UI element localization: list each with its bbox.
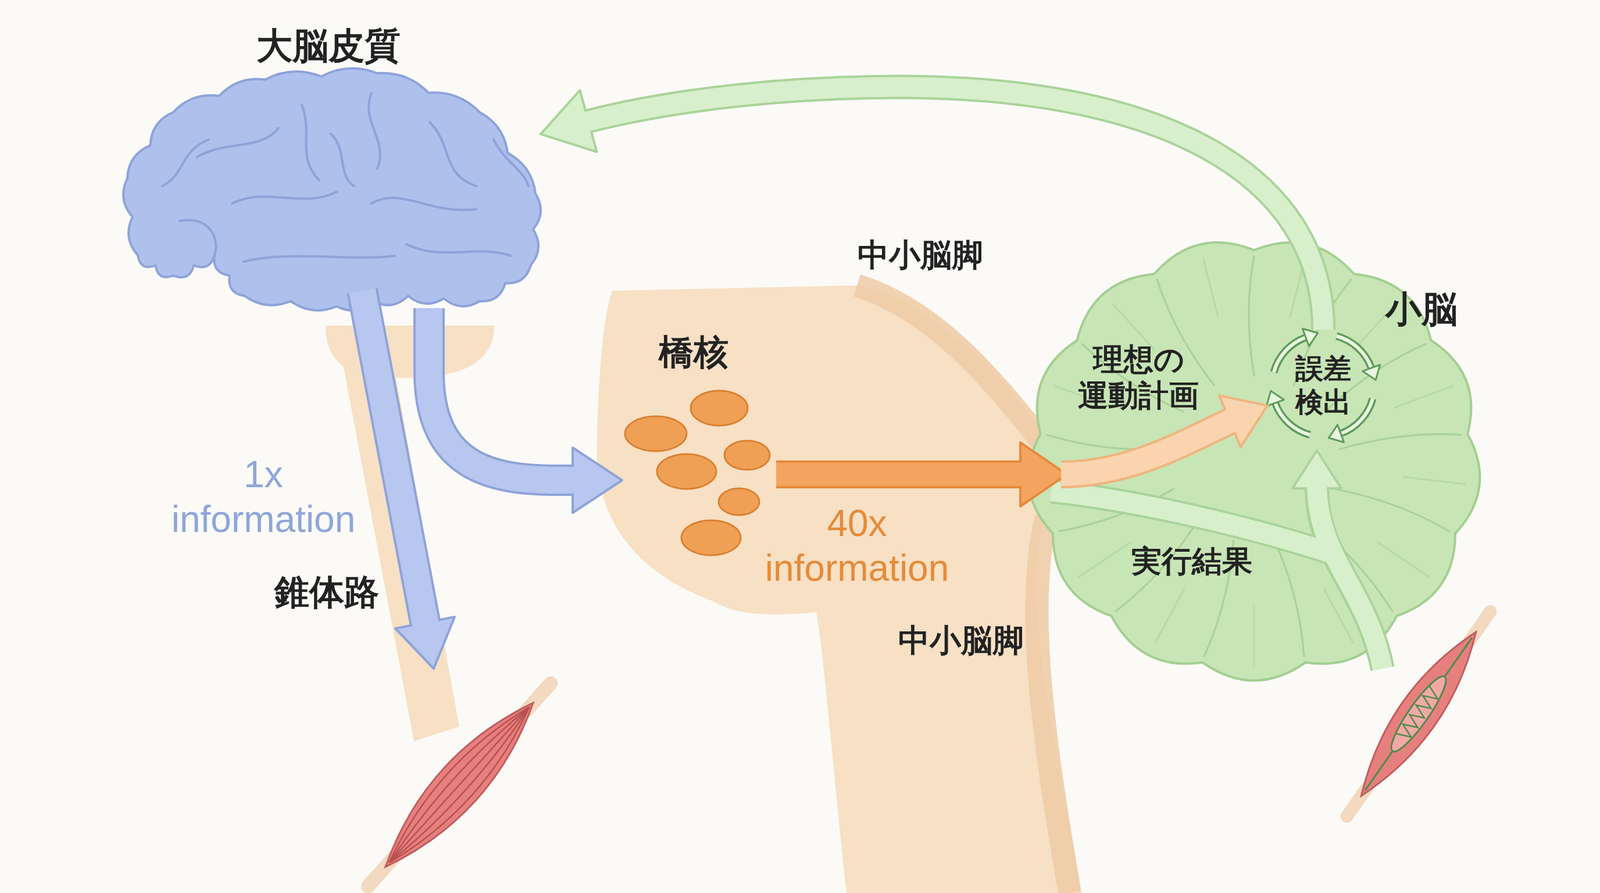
pyramidal-arrow-head [395,616,455,669]
peduncle-band [856,285,1047,448]
brain-gyrus [197,127,279,157]
arrow-head [1219,395,1268,448]
sensory-arrow-head [1292,450,1342,489]
arrow-band [1061,418,1238,475]
annotation-label: 錐体路 [274,570,380,613]
brainstem [596,285,1082,893]
pontine-nucleus [681,520,741,556]
cerebellar-folium [1042,476,1105,485]
cerebellar-fissure [1047,434,1169,450]
brain-gyrus [231,191,337,204]
annotation-label: 中小脳脚 [898,622,1024,660]
node-label: 小脳 [1385,287,1458,331]
pontine-nucleus [724,440,770,470]
annotation-label: 1x information [164,452,363,542]
annotation-label: 中小脳脚 [857,236,984,275]
cerebellar-fissure [1248,256,1255,376]
brain-gyrus [179,219,217,256]
node-label: 大脳皮質 [256,24,401,68]
cycle-arrow-head [1302,328,1318,346]
node-label: 誤差 検出 [1291,351,1356,419]
edge-label: 40x information [758,501,956,591]
arrow-outline [429,308,583,481]
brain-gyrus [371,197,477,210]
sensory-arrow-outline [1316,488,1383,669]
cerebellar-folium [1253,605,1256,667]
connector-arrow [540,87,1324,330]
tendon [368,683,551,887]
brain-gyrus [301,104,320,181]
brain-outline [123,68,541,311]
cerebellar-fissure [1274,540,1305,657]
cerebellar-folium [1377,542,1430,578]
brain-gyrus [368,93,381,169]
pontine-nucleus [690,390,748,426]
arrow-outline [776,460,1030,489]
pontine-nuclei: 橋核 [622,331,777,564]
annotation-label: 理想の 運動計画 [1071,341,1206,414]
sensory-arrow-band [1316,483,1383,669]
brain-cortex: 大脳皮質 [127,69,541,309]
arrow-head [1020,442,1067,507]
cerebellar-fissure [1058,488,1174,532]
arrow-outline [579,87,1324,330]
cerebellar-folium [1323,588,1353,644]
spindle-coil [1395,686,1441,742]
pontine-nucleus [656,454,717,489]
error-detection-cycle: 誤差 検出 [1267,329,1380,442]
cycle-arrow-head [1362,364,1381,380]
brain-cortex-shape [127,69,541,309]
cerebellar-fissure [1339,434,1462,450]
brain-gyrus [330,133,355,187]
brain-gyrus [243,255,395,262]
muscle-fibers [377,695,542,874]
brain-gyrus [162,139,209,187]
muscle-symbol [351,668,568,893]
connector-arrow [429,308,623,513]
cerebellar-folium [1394,386,1454,408]
pyramidal-tract-band [340,348,460,742]
pontine-nucleus [718,488,760,516]
pontine-nucleus [625,416,687,452]
muscle-belly [368,687,550,883]
cerebellar-folium [1202,258,1219,318]
cerebellum-outline [1028,242,1481,681]
cerebellar-folium [1078,542,1131,578]
cerebellar-folium [1290,258,1306,318]
arrow-outline [1061,418,1238,475]
arrow-head [540,90,598,152]
cycle-arrow-head [1328,425,1344,443]
cerebellar-folium [1403,476,1466,485]
spindle-axis [1365,637,1473,791]
cerebellar-fissure [1311,522,1393,612]
arrow-band [776,462,1030,487]
brain-gyrus [406,244,512,256]
brain-gyrus [429,122,477,187]
cycle-arrow-head [1266,390,1284,406]
spindle-capsule [1384,670,1453,757]
arrow-band [429,308,583,481]
brain-stem-stalk [325,325,495,378]
arrow-head [572,447,623,513]
node-label: 橋核 [658,330,729,373]
arrow-band [579,87,1324,330]
cerebellar-folium [1155,588,1185,644]
cerebellar-fissure [1334,488,1449,532]
cerebellum: 小脳誤差 検出 [1009,229,1490,684]
annotation-label: 実行結果 [1131,543,1253,580]
brain-gyrus [493,139,529,187]
